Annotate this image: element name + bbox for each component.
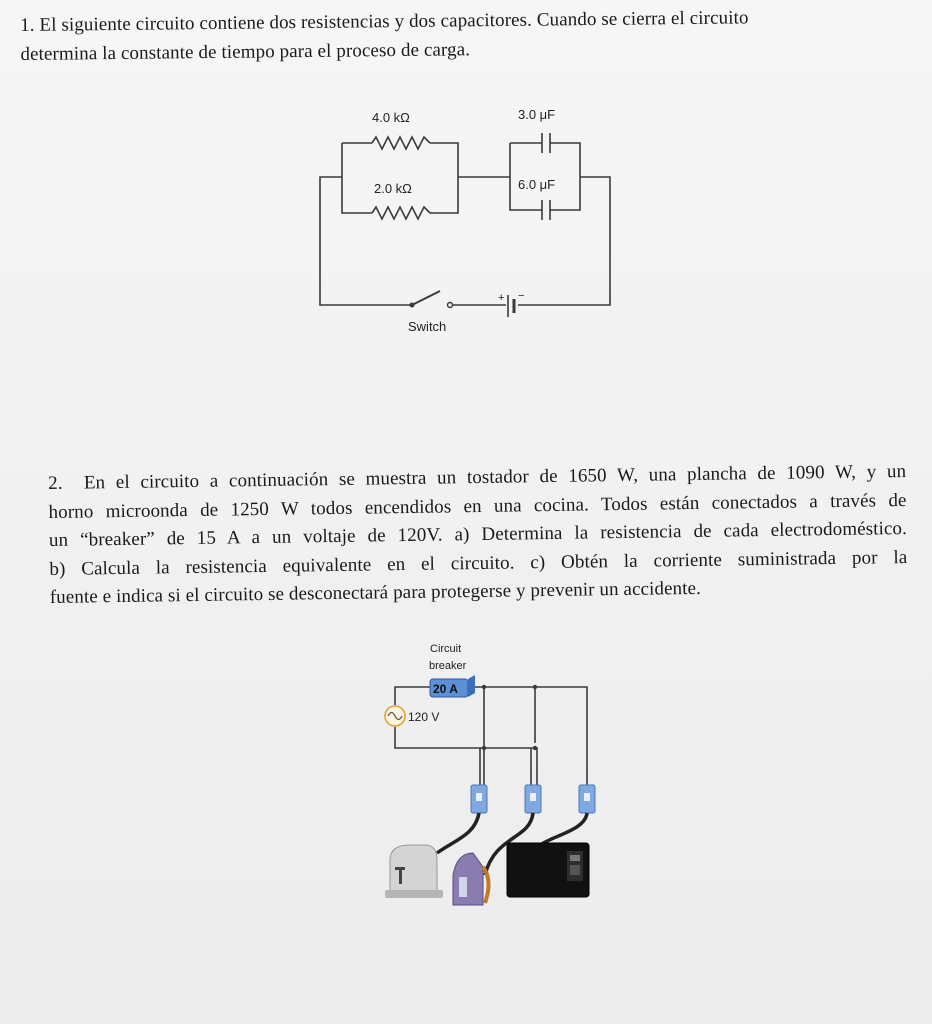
capacitor-6uf <box>541 200 551 220</box>
circuit-breaker-icon <box>429 675 475 698</box>
outlet-icon <box>578 784 596 814</box>
toaster-icon <box>385 844 443 898</box>
problem-2-text: 2. En el circuito a continuación se mues… <box>48 458 908 612</box>
breaker-title-line-2: breaker <box>429 660 467 672</box>
problem-1-text: 1. El siguiente circuito contiene dos re… <box>20 3 901 69</box>
r2-label: 2.0 kΩ <box>374 181 412 196</box>
microwave-icon <box>506 842 590 898</box>
battery-minus: − <box>518 290 524 302</box>
resistor-2k <box>371 205 431 221</box>
switch-label: Switch <box>408 319 446 334</box>
capacitor-3uf <box>541 133 551 153</box>
breaker-rating: 20 A <box>433 682 458 696</box>
outlet-icon <box>524 784 542 814</box>
problem-1-number: 1. <box>20 14 35 36</box>
c1-label: 3.0 μF <box>518 107 555 122</box>
battery-icon <box>507 295 516 317</box>
resistor-4k <box>371 135 431 151</box>
problem-2-number: 2. <box>48 472 63 494</box>
rc-circuit-diagram: 4.0 kΩ 2.0 kΩ 3.0 μF 6.0 μF Switch + − <box>319 107 611 334</box>
r1-label: 4.0 kΩ <box>372 110 410 125</box>
switch-icon <box>409 290 454 309</box>
kitchen-circuit-diagram: Circuit breaker 20 A 120 V <box>384 643 596 906</box>
breaker-title-line-1: Circuit <box>430 643 461 655</box>
source-voltage: 120 V <box>408 710 439 724</box>
outlet-icon <box>470 784 488 814</box>
iron-icon <box>452 852 491 906</box>
c2-label: 6.0 μF <box>518 177 555 192</box>
battery-plus: + <box>498 292 504 304</box>
ac-source-icon <box>384 705 406 727</box>
